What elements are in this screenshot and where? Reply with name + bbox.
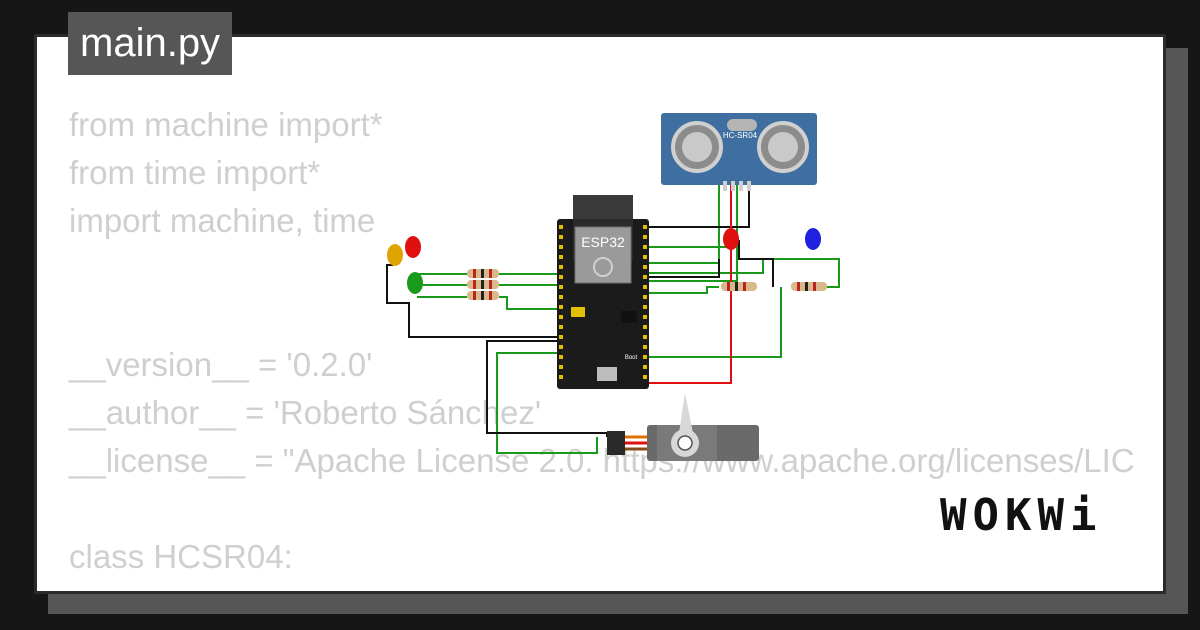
code-line: __version__ = '0.2.0' xyxy=(69,346,373,383)
header-pins xyxy=(559,225,647,379)
wokwi-logo: WOKWi xyxy=(940,490,1103,541)
wire-green xyxy=(649,181,738,282)
esp32-board[interactable]: ESP32 Boot xyxy=(557,195,649,389)
code-line: __author__ = 'Roberto Sánchez' xyxy=(69,394,542,431)
boot-label: Boot xyxy=(625,355,638,361)
code-panel: from machine import* from time import* imp… xyxy=(34,34,1166,594)
wire-black xyxy=(649,259,720,278)
wire-green xyxy=(647,287,782,358)
resistor[interactable] xyxy=(467,291,499,300)
code-line: import machine, time xyxy=(69,202,376,239)
circuit-diagram: ESP32 Boot HC-SR04 xyxy=(386,113,840,461)
wire-black xyxy=(386,264,557,338)
led-blue[interactable] xyxy=(805,228,821,250)
file-tab[interactable]: main.py xyxy=(68,12,233,75)
servo-motor[interactable] xyxy=(607,393,759,461)
resistor[interactable] xyxy=(791,282,827,291)
led-yellow[interactable] xyxy=(387,244,403,266)
wire-black xyxy=(738,240,774,287)
resistor[interactable] xyxy=(721,282,757,291)
resistor[interactable] xyxy=(467,269,499,278)
wire-green xyxy=(649,181,720,264)
wire-green xyxy=(496,352,598,454)
sensor-label: HC-SR04 xyxy=(723,131,758,140)
led-red[interactable] xyxy=(723,228,739,250)
resistor[interactable] xyxy=(467,280,499,289)
wire-green xyxy=(649,240,728,248)
hc-sr04-sensor[interactable]: HC-SR04 xyxy=(661,113,817,191)
code-block: from machine import* from time import* imp… xyxy=(69,101,1135,591)
wire-green xyxy=(499,296,557,310)
led-red[interactable] xyxy=(405,236,421,258)
wire-green xyxy=(649,258,840,288)
code-line: """ xyxy=(69,581,1135,591)
wire-green xyxy=(649,286,719,294)
code-line: class HCSR04: xyxy=(69,538,293,575)
esp32-label: ESP32 xyxy=(581,234,625,250)
code-line: from time import* xyxy=(69,154,321,191)
code-line: from machine import* xyxy=(69,106,383,143)
led-green[interactable] xyxy=(407,272,423,294)
wire-black xyxy=(649,181,750,228)
